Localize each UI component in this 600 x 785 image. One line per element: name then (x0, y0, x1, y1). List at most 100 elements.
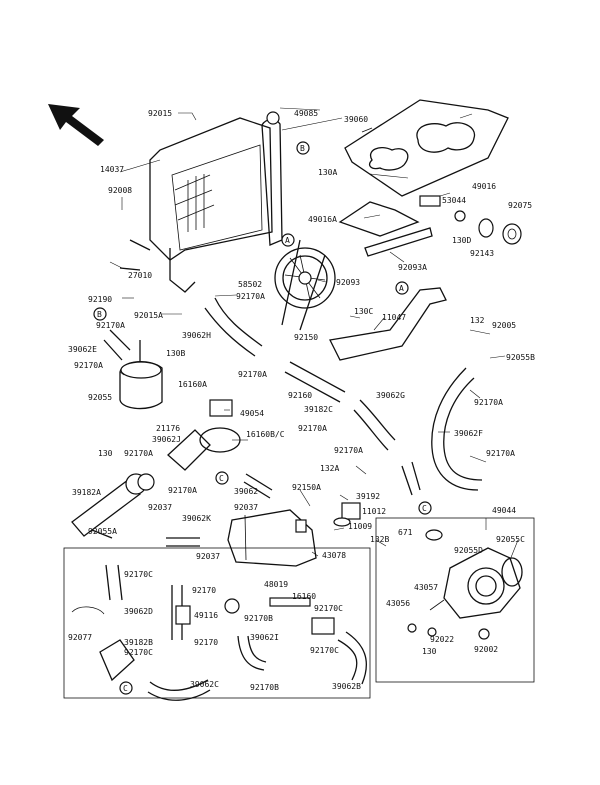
part-label: 39060 (344, 115, 368, 124)
inset-parts (99, 597, 335, 682)
part-label: 92170A (124, 449, 153, 458)
part-label: 92170A (238, 370, 267, 379)
part-label: 130 (422, 647, 437, 656)
part-label: 92055 (88, 393, 112, 402)
part-label: 49044 (492, 506, 516, 515)
part-label: 39062I (250, 633, 279, 642)
part-label: 92170C (124, 570, 153, 579)
part-label: 92093A (398, 263, 427, 272)
part-label: 58502 (238, 280, 262, 289)
part-labels: 92015 49085 39060 14037 92008 27010 9219… (68, 109, 535, 692)
callout-b-top: B (300, 144, 305, 153)
leader-lines (109, 107, 519, 561)
part-label: 92055D (454, 546, 483, 555)
part-label: 92170C (310, 646, 339, 655)
front-arrow-icon (48, 104, 104, 146)
part-label: 92015A (134, 311, 163, 320)
part-label: 49016 (472, 182, 496, 191)
part-label: 39062 (234, 487, 258, 496)
part-label: 92075 (508, 201, 532, 210)
part-label: 132A (320, 464, 339, 473)
part-label: 92170A (474, 398, 503, 407)
callout-a-top: A (285, 236, 290, 245)
part-label: 49116 (194, 611, 218, 620)
radiator-cover (344, 99, 509, 197)
part-label: 49085 (294, 109, 318, 118)
part-label: 92170A (334, 446, 363, 455)
part-label: 92170A (96, 321, 125, 330)
part-label: 92170A (236, 292, 265, 301)
inset-box-right (375, 517, 535, 683)
part-label: 11009 (348, 522, 372, 531)
part-label: 92170B (250, 683, 279, 692)
callouts: B A A B C C C (93, 141, 432, 695)
part-label: 130B (166, 349, 185, 358)
part-label: 27010 (128, 271, 152, 280)
part-label: 92055C (496, 535, 525, 544)
part-label: 130 (98, 449, 113, 458)
thermostat-housing (119, 340, 241, 471)
hoses (103, 297, 483, 701)
callout-c-inset: C (123, 684, 128, 693)
part-label: 130D (452, 236, 471, 245)
part-label: 39062E (68, 345, 97, 354)
part-label: 92015 (148, 109, 172, 118)
cover-bracket (338, 201, 433, 257)
radiator (119, 111, 283, 293)
part-label: 132 (470, 316, 485, 325)
part-label: 92093 (336, 278, 360, 287)
part-label: 92143 (470, 249, 494, 258)
callout-b-left: B (97, 310, 102, 319)
part-label: 92002 (474, 645, 498, 654)
part-label: 671 (398, 528, 413, 537)
part-label: 92150A (292, 483, 321, 492)
part-label: 53044 (442, 196, 466, 205)
part-label: 92055B (506, 353, 535, 362)
part-label: 11047 (382, 313, 406, 322)
part-label: 92008 (108, 186, 132, 195)
reservoir-tank (227, 461, 443, 567)
part-label: 92037 (234, 503, 258, 512)
part-label: 130A (318, 168, 337, 177)
callout-c-mid: C (219, 474, 224, 483)
water-pump (407, 547, 523, 640)
callout-c-right: C (422, 504, 427, 513)
part-label: 92170C (314, 604, 343, 613)
part-label: 92037 (196, 552, 220, 561)
part-label: 39062G (376, 391, 405, 400)
part-label: 43056 (386, 599, 410, 608)
part-label: 92170A (74, 361, 103, 370)
part-label: 39192 (356, 492, 380, 501)
part-label: 92190 (88, 295, 112, 304)
part-label: 130C (354, 307, 373, 316)
part-label: 92170A (298, 424, 327, 433)
part-label: 92005 (492, 321, 516, 330)
part-label: 92170A (486, 449, 515, 458)
part-label: 49016A (308, 215, 337, 224)
cooling-fan (274, 239, 336, 331)
part-label: 132B (370, 535, 389, 544)
part-label: 39182A (72, 488, 101, 497)
part-label: 14037 (100, 165, 124, 174)
part-label: 92170C (124, 648, 153, 657)
part-label: 39062D (124, 607, 153, 616)
part-label: 39062J (152, 435, 181, 444)
part-label: 49054 (240, 409, 264, 418)
part-label: 92037 (148, 503, 172, 512)
part-label: 16160B/C (246, 430, 285, 439)
callout-a-right: A (399, 284, 404, 293)
part-label: 92170 (192, 586, 216, 595)
part-label: 39062K (182, 514, 211, 523)
part-label: 48019 (264, 580, 288, 589)
part-label: 92150 (294, 333, 318, 342)
fan-bracket (329, 287, 447, 361)
part-label: 43078 (322, 551, 346, 560)
part-label: 39182B (124, 638, 153, 647)
part-label: 39182C (304, 405, 333, 414)
part-label: 21176 (156, 424, 180, 433)
part-label: 39062H (182, 331, 211, 340)
part-label: 39062C (190, 680, 219, 689)
inset-box-left (63, 547, 371, 699)
part-label: 92055A (88, 527, 117, 536)
